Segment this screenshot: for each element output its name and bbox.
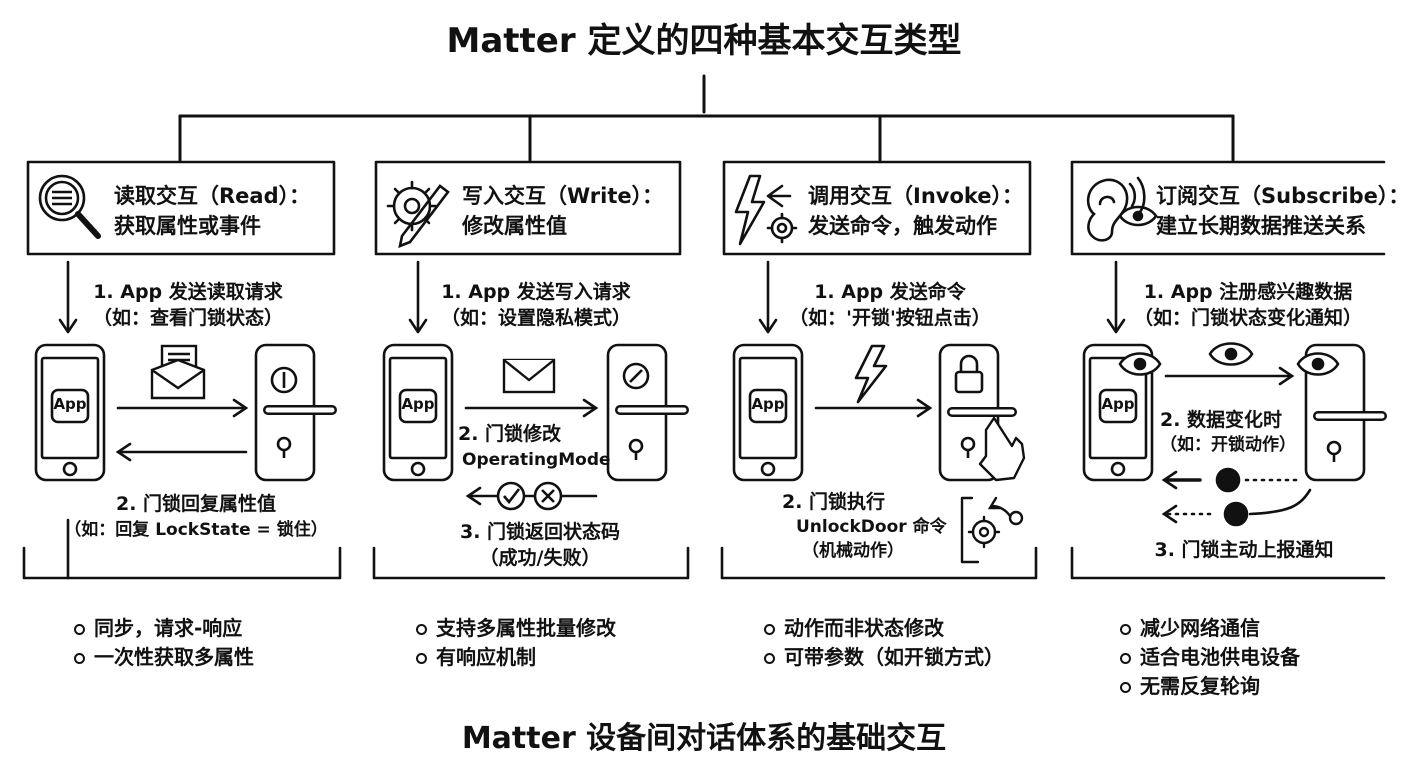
app-label: App [53,395,87,413]
panel-subscribe-heading: 订阅交互（Subscribe）： [1156,184,1408,208]
panel-subscribe-step3: 3. 门锁主动上报通知 [1154,539,1334,561]
panel-read-heading: 读取交互（Read）： [114,184,311,208]
panel-invoke-step2-detail: UnlockDoor 命令 [796,517,947,537]
door-lock-icon [606,343,689,482]
gear-pencil-icon [386,180,450,249]
ear-eye-icon [1086,176,1158,242]
panel-write-heading: 写入交互（Write）： [462,184,664,208]
lightning-gear-icon [734,174,798,246]
phone-icon [382,343,454,482]
panel-read-step2-detail: （如：回复 LockState = 锁住） [64,520,328,540]
panel-read-subheading: 获取属性或事件 [114,214,261,238]
app-label: App [401,395,435,413]
hand-pointer-icon [978,416,1026,482]
app-label: App [1101,395,1135,413]
panel-write-bullets: 支持多属性批量修改 有响应机制 [414,614,616,672]
lightning-icon [854,344,888,404]
panel-invoke-step1: 1. App 发送命令 [814,281,966,303]
panel-invoke-step1-detail: （如：'开锁'按钮点击） [789,307,991,329]
panel-write-subheading: 修改属性值 [462,214,567,238]
panel-invoke-bracket [720,546,1038,580]
panel-write-step3-detail: （成功/失败） [479,547,601,569]
check-icon [496,481,526,511]
panel-invoke-step2-mechanical: （机械动作） [802,541,904,561]
panel-invoke-step2: 2. 门锁执行 [782,491,886,513]
panel-read-bracket [22,546,342,580]
panel-read-header-box [26,160,336,256]
panel-read-step2: 2. 门锁回复属性值 [115,493,277,515]
eye-icon [1208,342,1254,366]
envelope-list-icon [150,344,206,400]
panel-invoke-subheading: 发送命令，触发动作 [808,214,997,238]
panel-read-step1-detail: （如：查看门锁状态） [92,307,283,329]
bullet-item: 有响应机制 [414,643,616,672]
phone-icon [1082,343,1154,482]
panel-read-bullets: 同步，请求-响应 一次性获取多属性 [72,614,254,672]
bullet-item: 动作而非状态修改 [762,614,1004,643]
panel-write-step3: 3. 门锁返回状态码 [459,521,621,543]
bullet-item: 一次性获取多属性 [72,643,254,672]
eye-icon [1296,352,1340,376]
panel-write-header-box [374,160,682,256]
door-lock-icon [938,343,1017,482]
door-lock-icon [254,343,337,482]
panel-write-step2-detail: OperatingMode [462,450,611,470]
magnifier-list-icon [38,174,101,239]
panel-subscribe-subheading: 建立长期数据推送关系 [1156,214,1366,238]
panel-subscribe-step1-detail: （如：门锁状态变化通知） [1133,307,1362,329]
notify-arrow-2 [1161,488,1312,527]
panel-subscribe-bullets: 减少网络通信 适合电池供电设备 无需反复轮询 [1118,614,1300,701]
panel-write-step2: 2. 门锁修改 [458,423,562,445]
mechanism-gear-icon [960,496,1024,564]
bullet-item: 同步，请求-响应 [72,614,254,643]
footer-caption: Matter 设备间对话体系的基础交互 [461,721,947,756]
page-title: Matter 定义的四种基本交互类型 [446,21,962,61]
bullet-item: 适合电池供电设备 [1118,643,1300,672]
bullet-item: 支持多属性批量修改 [414,614,616,643]
panel-read-step1: 1. App 发送读取请求 [93,281,283,303]
panel-invoke-bullets: 动作而非状态修改 可带参数（如开锁方式） [762,614,1004,672]
bullet-item: 减少网络通信 [1118,614,1300,643]
panel-write-step1-detail: （如：设置隐私模式） [440,307,631,329]
panel-subscribe-header-box [1070,160,1386,256]
notify-arrow-1 [1161,467,1298,493]
panel-write-step1: 1. App 发送写入请求 [441,281,631,303]
panel-invoke-heading: 调用交互（Invoke）： [808,184,1024,208]
panel-subscribe-bracket [1070,546,1386,580]
app-label: App [751,395,785,413]
phone-icon [34,343,106,482]
eye-icon [1118,352,1162,376]
phone-icon [732,343,804,482]
panel-subscribe-step2: 2. 数据变化时 [1160,409,1283,431]
door-lock-icon [1304,343,1387,482]
panel-invoke-header-box [722,160,1032,256]
panel-subscribe-step2-detail: （如：开锁动作） [1160,435,1296,455]
bullet-item: 可带参数（如开锁方式） [762,643,1004,672]
panel-write-bracket [372,546,690,580]
envelope-icon [502,358,556,394]
cross-icon [533,481,563,511]
bullet-item: 无需反复轮询 [1118,672,1300,701]
panel-subscribe-step1: 1. App 注册感兴趣数据 [1143,281,1353,303]
